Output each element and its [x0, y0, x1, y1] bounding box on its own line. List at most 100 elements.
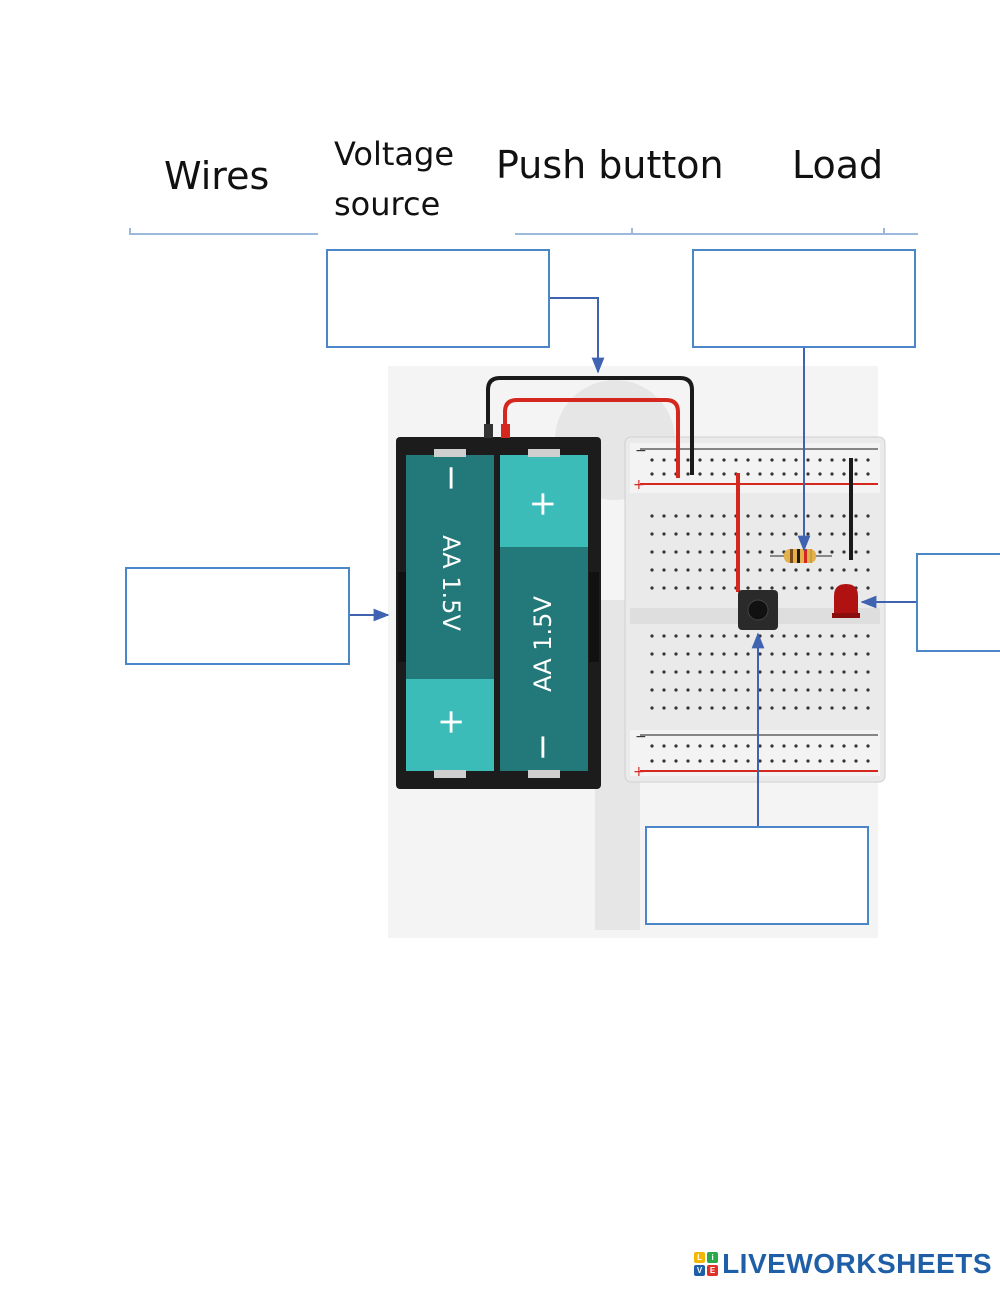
breadboard-hole [770, 634, 774, 638]
breadboard-hole [722, 652, 726, 656]
breadboard-hole [686, 652, 690, 656]
breadboard-hole [782, 568, 786, 572]
breadboard-hole [830, 706, 834, 710]
breadboard-hole [854, 568, 858, 572]
breadboard-hole [866, 458, 870, 462]
leader-lines [350, 297, 916, 826]
breadboard-hole [722, 458, 726, 462]
breadboard-hole [746, 759, 750, 763]
word-push-button[interactable]: Push button [496, 143, 724, 187]
breadboard-hole [818, 550, 822, 554]
breadboard-hole [674, 688, 678, 692]
breadboard-hole [698, 688, 702, 692]
word-voltage-line2: source [334, 184, 441, 223]
answer-box-left[interactable] [125, 567, 350, 665]
breadboard-hole [722, 514, 726, 518]
breadboard-hole [818, 670, 822, 674]
breadboard-hole [722, 568, 726, 572]
breadboard-hole [710, 550, 714, 554]
answer-box-top-right[interactable] [692, 249, 916, 348]
breadboard-hole [758, 550, 762, 554]
breadboard-hole [758, 759, 762, 763]
breadboard-hole [806, 706, 810, 710]
breadboard-hole [686, 550, 690, 554]
right-cell-plus: + [523, 490, 563, 519]
breadboard-hole [770, 550, 774, 554]
breadboard-hole [722, 706, 726, 710]
breadboard-hole [794, 532, 798, 536]
breadboard-hole [782, 634, 786, 638]
breadboard-hole [710, 670, 714, 674]
breadboard-hole [746, 532, 750, 536]
breadboard-hole [830, 670, 834, 674]
breadboard-hole [842, 568, 846, 572]
breadboard-hole [782, 458, 786, 462]
breadboard-hole [770, 706, 774, 710]
breadboard-hole [674, 514, 678, 518]
breadboard-hole [698, 514, 702, 518]
breadboard-hole [770, 472, 774, 476]
breadboard-hole [842, 706, 846, 710]
word-load[interactable]: Load [792, 143, 884, 187]
breadboard-hole [794, 472, 798, 476]
breadboard-hole [794, 514, 798, 518]
breadboard-hole [758, 514, 762, 518]
breadboard-hole [770, 744, 774, 748]
answer-box-bottom[interactable] [645, 826, 869, 925]
breadboard-hole [710, 568, 714, 572]
breadboard-hole [674, 744, 678, 748]
breadboard-hole [674, 706, 678, 710]
leader-wires [550, 297, 605, 374]
breadboard-hole [842, 514, 846, 518]
breadboard-hole [794, 670, 798, 674]
breadboard-hole [806, 458, 810, 462]
breadboard-hole [650, 744, 654, 748]
breadboard-hole [698, 568, 702, 572]
breadboard-hole [698, 670, 702, 674]
breadboard-hole [818, 458, 822, 462]
breadboard-hole [782, 532, 786, 536]
breadboard-hole [866, 759, 870, 763]
resistor [770, 549, 832, 563]
breadboard-hole [710, 472, 714, 476]
breadboard-hole [782, 514, 786, 518]
breadboard-hole [698, 634, 702, 638]
breadboard-hole [806, 586, 810, 590]
breadboard-hole [854, 652, 858, 656]
breadboard-hole [842, 634, 846, 638]
breadboard-hole [662, 472, 666, 476]
breadboard-hole [674, 568, 678, 572]
left-cell-label: AA 1.5V [437, 535, 465, 631]
breadboard-hole [818, 568, 822, 572]
breadboard-hole [782, 706, 786, 710]
breadboard-hole [746, 688, 750, 692]
breadboard-hole [818, 652, 822, 656]
answer-box-top-left[interactable] [326, 249, 550, 348]
word-wires[interactable]: Wires [164, 154, 270, 198]
breadboard-hole [818, 759, 822, 763]
breadboard-hole [650, 532, 654, 536]
word-voltage-source[interactable]: Voltage source [334, 130, 454, 229]
breadboard-hole [674, 586, 678, 590]
breadboard-hole [686, 744, 690, 748]
breadboard-hole [746, 472, 750, 476]
breadboard-hole [662, 759, 666, 763]
breadboard-hole [686, 759, 690, 763]
battery-pack: − AA 1.5V + + AA 1.5V − [396, 424, 601, 789]
breadboard-hole [698, 759, 702, 763]
breadboard-hole [770, 670, 774, 674]
answer-box-right[interactable] [916, 553, 1000, 652]
right-cell-label: AA 1.5V [529, 596, 557, 692]
logo-tile-4: E [707, 1265, 719, 1276]
breadboard-hole [710, 514, 714, 518]
logo-tile-3: V [694, 1265, 706, 1276]
breadboard-hole [806, 472, 810, 476]
breadboard-hole [806, 532, 810, 536]
breadboard-hole [854, 634, 858, 638]
breadboard-hole [734, 744, 738, 748]
breadboard-hole [734, 458, 738, 462]
breadboard-hole [818, 514, 822, 518]
breadboard-hole [782, 670, 786, 674]
black-wire [486, 376, 694, 475]
breadboard-hole [758, 472, 762, 476]
